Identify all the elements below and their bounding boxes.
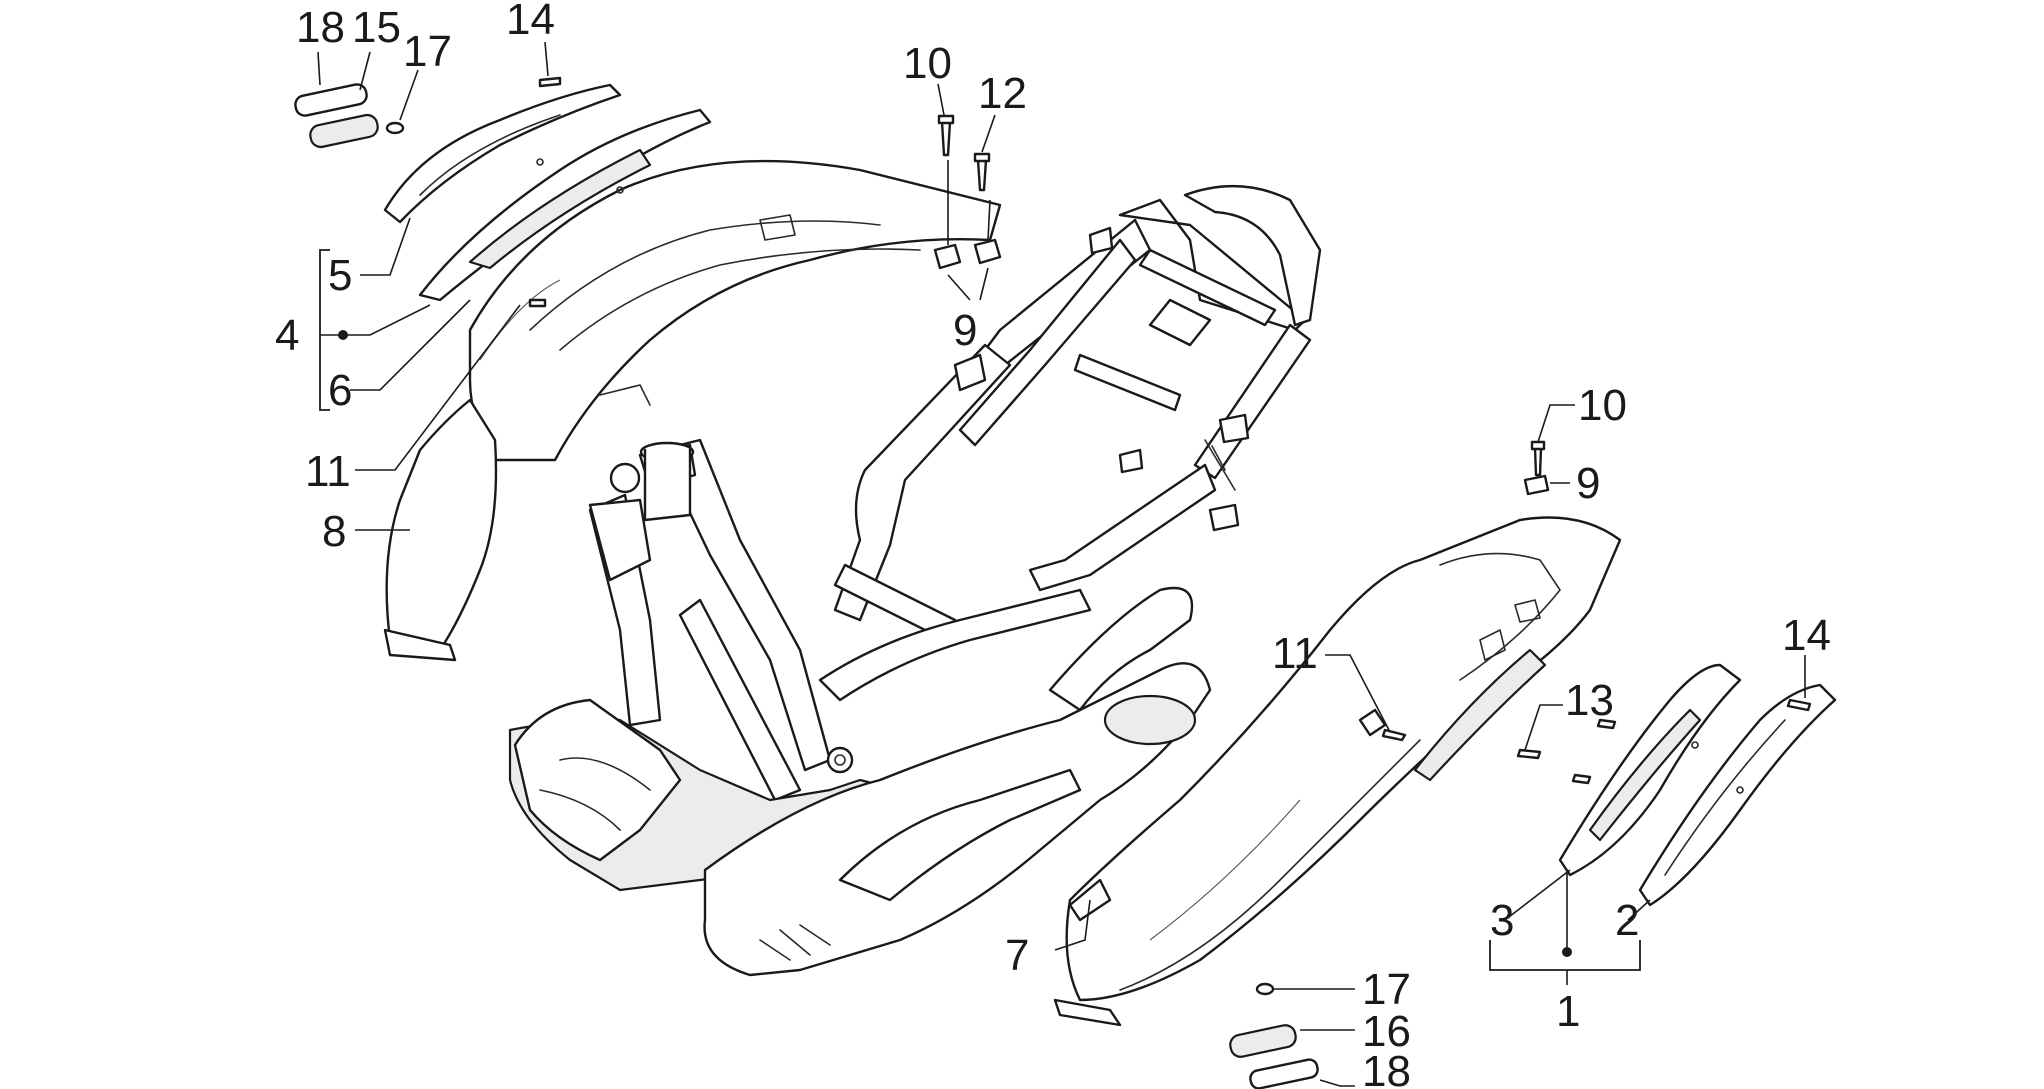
callout-labels: 18 15 17 14 10 12 9 5 4 6 11 8 10 9 11 1… — [275, 0, 1831, 1089]
bottom-badge-parts — [1229, 982, 1319, 1089]
scooter-frame — [508, 184, 1322, 977]
callout-16: 16 — [1362, 1007, 1411, 1056]
callout-2: 2 — [1615, 896, 1639, 945]
top-left-badge-parts — [294, 83, 405, 149]
callout-17-top: 17 — [403, 27, 452, 76]
leader-lines — [317, 41, 1806, 1087]
callout-11-left: 11 — [305, 447, 351, 496]
callout-10-top: 10 — [903, 39, 952, 88]
callout-12: 12 — [978, 69, 1027, 118]
callout-11-right: 11 — [1272, 629, 1318, 678]
callout-8: 8 — [322, 507, 346, 556]
assembly-dots — [338, 330, 1572, 957]
callout-4: 4 — [275, 311, 299, 360]
screws-and-nuts — [528, 76, 1812, 785]
callout-18-top: 18 — [296, 3, 345, 52]
right-grille-assembly — [1558, 663, 1837, 907]
callout-14-top: 14 — [506, 0, 555, 44]
callout-10-right: 10 — [1578, 381, 1627, 430]
callout-18-bottom: 18 — [1362, 1047, 1411, 1089]
callout-6: 6 — [328, 366, 352, 415]
callout-1: 1 — [1556, 987, 1580, 1036]
callout-9-right: 9 — [1576, 459, 1600, 508]
left-grille-assembly — [383, 83, 712, 302]
callout-9-top: 9 — [953, 306, 977, 355]
callout-14-right: 14 — [1782, 611, 1831, 660]
callout-15-top: 15 — [352, 3, 401, 52]
left-side-cowl — [383, 159, 1002, 662]
callout-13: 13 — [1565, 676, 1614, 725]
callout-5: 5 — [328, 251, 352, 300]
callout-3: 3 — [1490, 896, 1514, 945]
callout-7: 7 — [1005, 931, 1029, 980]
callout-17-bottom: 17 — [1362, 965, 1411, 1014]
